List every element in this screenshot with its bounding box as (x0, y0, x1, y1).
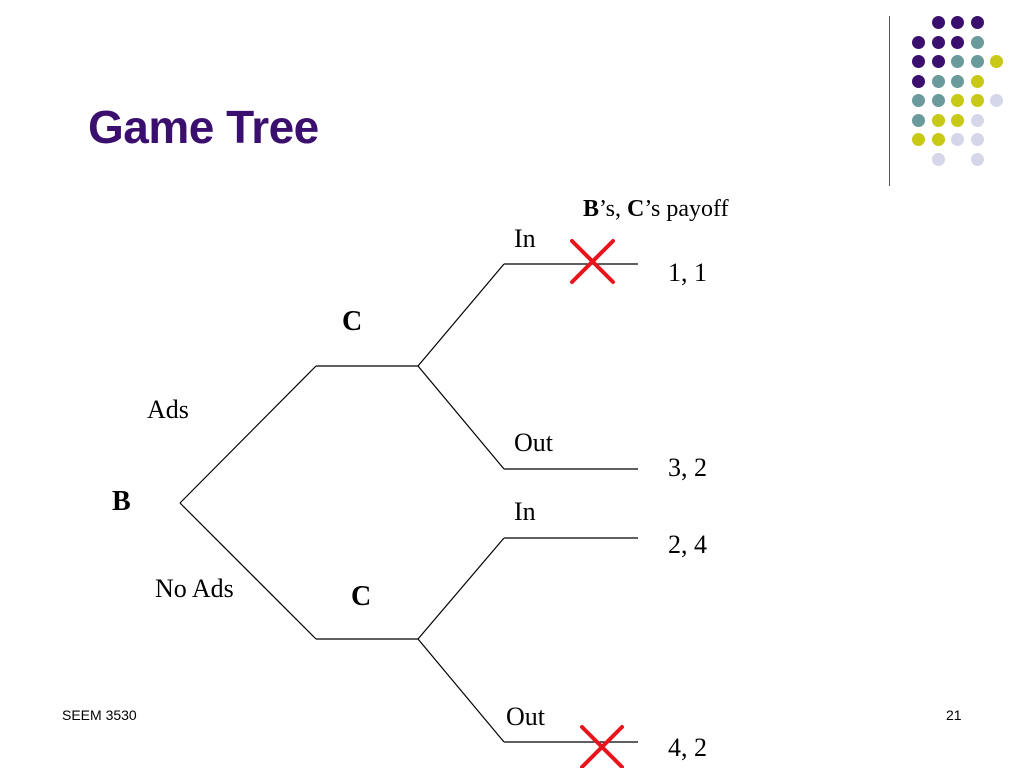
lower-player-label: C (351, 581, 372, 612)
decorative-dot (970, 113, 984, 127)
payoff-header-b: B (583, 196, 600, 222)
decorative-dot (970, 133, 984, 146)
payoff-noads-in: 2, 4 (668, 530, 707, 559)
slide-title: Game Tree (88, 101, 319, 153)
decorative-dot (970, 16, 984, 29)
slide-page-number: 21 (946, 707, 962, 723)
root-player-label: B (112, 486, 131, 517)
decorative-dot (931, 74, 945, 88)
edge-no-ads (179, 502, 317, 640)
decorative-dot (951, 55, 964, 68)
decorative-dot (912, 35, 925, 49)
edge-ads (179, 365, 317, 504)
decorative-dot (931, 35, 945, 49)
decorative-dot (931, 152, 945, 166)
decorative-dot (951, 94, 964, 107)
decorative-dot (931, 133, 945, 146)
decorative-dot (912, 55, 925, 68)
decorative-dot (951, 113, 964, 127)
decorative-dot (990, 55, 1003, 68)
payoff-header-c: C (627, 196, 645, 222)
edge-lower-in (417, 537, 505, 640)
cross-mark-ads-in (570, 239, 615, 284)
decorative-dot (970, 55, 984, 68)
decorative-dot (951, 16, 964, 29)
decorative-dot (912, 94, 925, 107)
payoff-noads-out: 4, 2 (668, 733, 707, 762)
decorative-dot (970, 94, 984, 107)
upper-player-label: C (342, 306, 363, 337)
edge-upper-out (417, 365, 505, 470)
move-lower-in-label: In (514, 497, 536, 526)
decorative-divider (889, 16, 890, 186)
payoff-ads-out: 3, 2 (668, 453, 707, 482)
decorative-dot (970, 152, 984, 166)
decorative-dot (970, 35, 984, 49)
decorative-dot (951, 35, 964, 49)
decorative-dot (931, 113, 945, 127)
decorative-dot (931, 55, 945, 68)
decorative-dot (990, 94, 1003, 107)
move-upper-in-label: In (514, 224, 536, 253)
payoff-ads-in: 1, 1 (668, 258, 707, 287)
decorative-dot (970, 74, 984, 88)
decorative-dot (931, 94, 945, 107)
footer-course-code: SEEM 3530 (62, 707, 137, 723)
decorative-dot (912, 133, 925, 146)
move-upper-out-label: Out (514, 428, 553, 457)
decorative-dot (912, 113, 925, 127)
decorative-dot (951, 133, 964, 146)
decorative-dot (912, 74, 925, 88)
move-no-ads-label: No Ads (155, 574, 234, 603)
edge-upper-in (417, 263, 505, 367)
payoff-header-text-2: ’s payoff (644, 196, 729, 222)
move-lower-out-label: Out (506, 702, 545, 731)
move-ads-label: Ads (147, 395, 189, 424)
edge-lower-out (417, 638, 505, 743)
decorative-dot (931, 16, 945, 29)
decorative-dot (951, 74, 964, 88)
payoff-header-text-1: ’s, (599, 196, 628, 222)
cross-mark-noads-out (580, 725, 624, 768)
payoff-header: B’s, C’s payoff (583, 196, 729, 223)
